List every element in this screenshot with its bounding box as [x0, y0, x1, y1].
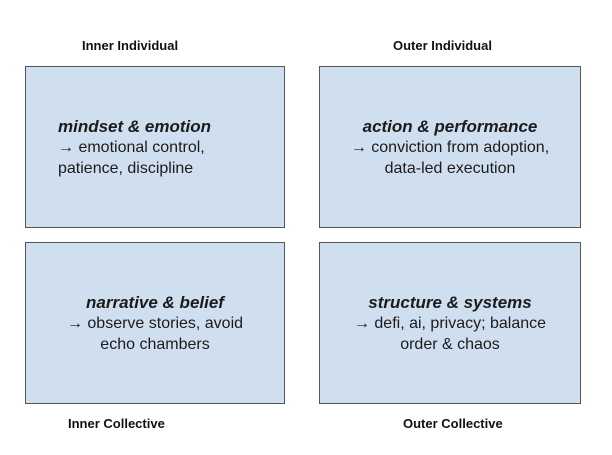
quadrant-label-inner-collective: Inner Collective: [68, 416, 165, 431]
quadrant-label-outer-collective: Outer Collective: [403, 416, 503, 431]
quadrant-heading: mindset & emotion: [58, 116, 212, 136]
quadrant-body-line: echo chambers: [100, 335, 210, 353]
quadrant-box-inner-collective: narrative & belief → observe stories, av…: [25, 242, 285, 404]
quadrant-body-line: order & chaos: [400, 335, 500, 353]
quadrant-body-line: patience, discipline: [58, 159, 194, 177]
quadrant-heading: action & performance: [362, 116, 538, 136]
quadrant-box-inner-individual: mindset & emotion → emotional control, p…: [25, 66, 285, 228]
quadrant-box-outer-collective: structure & systems → defi, ai, privacy;…: [319, 242, 581, 404]
quadrant-body-line: → observe stories, avoid: [66, 314, 244, 332]
quadrant-label-outer-individual: Outer Individual: [393, 38, 492, 53]
quadrant-body-line: → emotional control,: [58, 138, 205, 156]
quadrant-label-inner-individual: Inner Individual: [82, 38, 179, 53]
quadrant-body-line: → defi, ai, privacy; balance: [353, 314, 547, 332]
quadrant-heading: narrative & belief: [86, 292, 224, 312]
quadrant-body-line: data-led execution: [384, 159, 516, 177]
quadrant-body-line: → conviction from adoption,: [350, 138, 550, 156]
quadrant-box-outer-individual: action & performance → conviction from a…: [319, 66, 581, 228]
quadrant-heading: structure & systems: [368, 292, 532, 312]
